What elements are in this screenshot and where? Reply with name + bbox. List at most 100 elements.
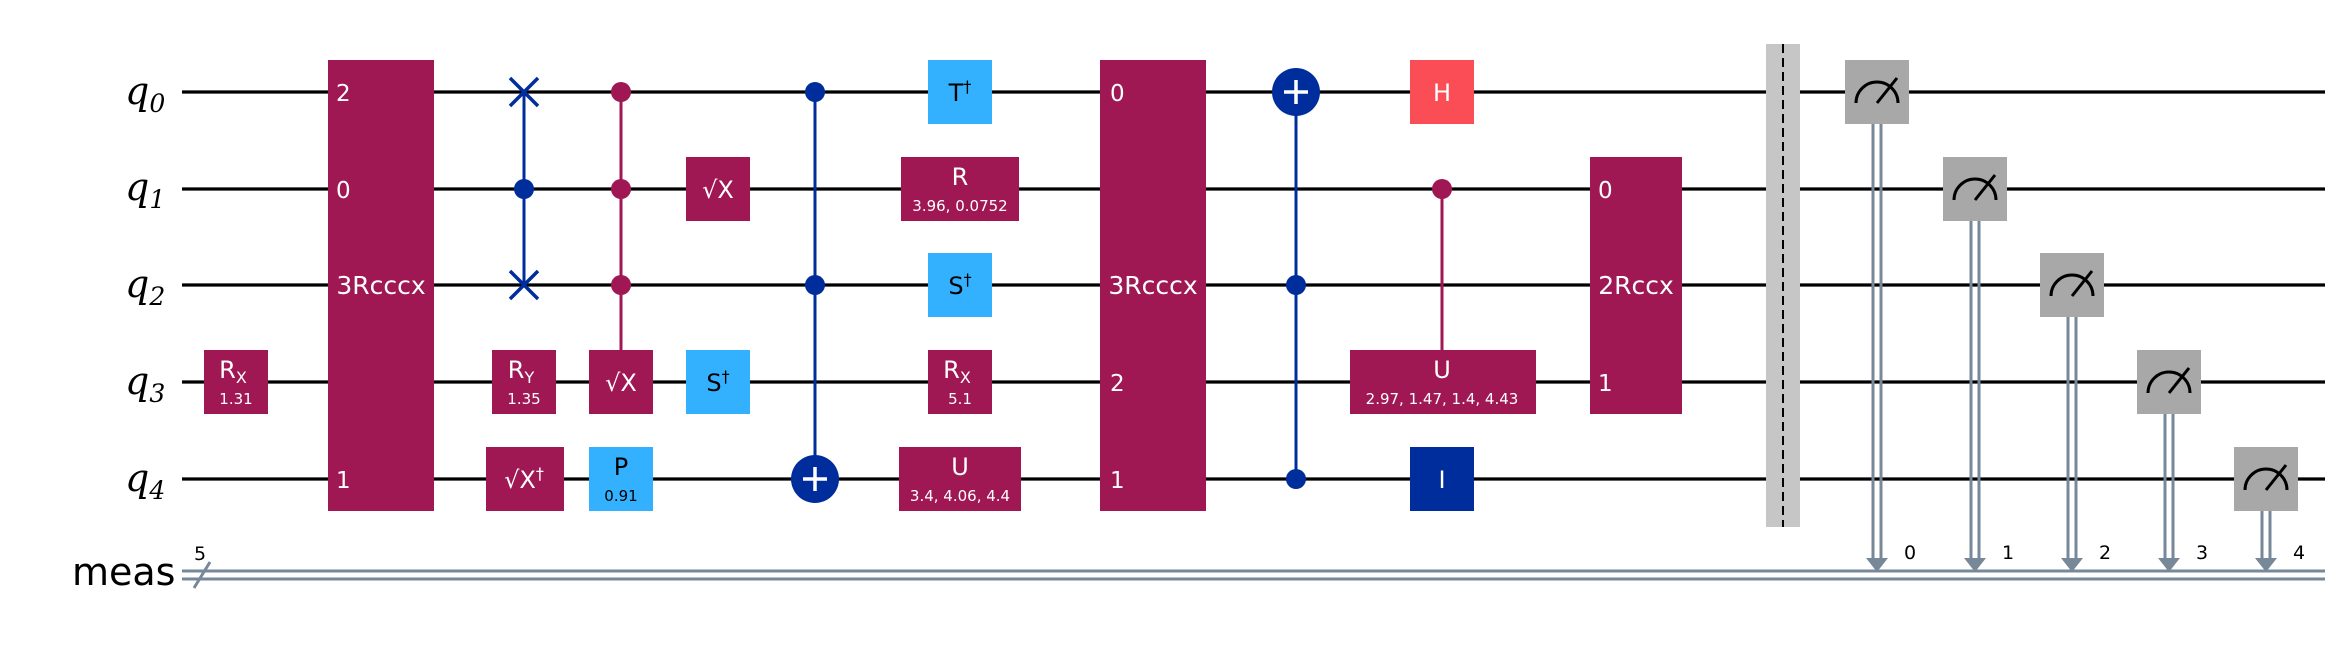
control-dot (805, 82, 825, 102)
measure-q1: 1 (1943, 157, 2014, 572)
qubit-wires (182, 90, 2325, 481)
ry-gate-q3: RY 1.35 (492, 350, 556, 414)
qubit-label-q3: q3 (125, 359, 165, 408)
h-gate-q0: H (1410, 60, 1474, 124)
gate-label: √X† (504, 464, 544, 494)
gate-box (686, 350, 750, 414)
control-dot (611, 82, 631, 102)
controlled-u-gate: U 2.97, 1.47, 1.4, 4.43 (1350, 179, 1536, 414)
control-dot (1432, 179, 1452, 199)
measure-q0: 0 (1845, 60, 1916, 572)
gate-label: H (1433, 79, 1451, 107)
gate-label: √X (702, 176, 734, 204)
pin-label-q3: 1 (1598, 371, 1613, 397)
gate-param: 0.91 (604, 487, 637, 505)
meter-needle-icon (2264, 464, 2288, 491)
gate-box (1410, 447, 1474, 511)
meter-needle-icon (2167, 367, 2191, 394)
gate-box (928, 350, 992, 414)
rccx-gate: 0 1 2Rccx (1590, 157, 1682, 414)
meter-arc-icon (2243, 467, 2289, 491)
pin-label-q3: 2 (1110, 371, 1125, 397)
bit-label-3: 3 (2196, 542, 2208, 564)
gate-box (1350, 350, 1536, 414)
gate-box (328, 60, 434, 511)
bit-label-4: 4 (2293, 542, 2305, 564)
gate-param: 5.1 (948, 390, 972, 408)
gate-label: RY (508, 356, 535, 387)
qubit-label-q4: q4 (125, 456, 165, 505)
qubit-label-q0: q0 (125, 69, 165, 118)
control-dot (514, 179, 534, 199)
gate-label: P (614, 453, 628, 481)
register-size: 5 (194, 543, 206, 565)
gate-param: 3.96, 0.0752 (912, 197, 1007, 215)
gate-box (1410, 60, 1474, 124)
gate-label: 3Rcccx (336, 271, 425, 300)
gate-label: √X (605, 369, 637, 397)
meter-needle-icon (1875, 77, 1899, 104)
pin-label-q0: 0 (1110, 81, 1125, 107)
classical-register-label: meas (72, 550, 175, 594)
sdg-gate-q3: S† (686, 350, 750, 414)
gate-label: 3Rcccx (1108, 271, 1197, 300)
gate-box (2040, 253, 2104, 317)
gate-label: RX (943, 356, 971, 387)
gate-label: 2Rccx (1598, 271, 1674, 300)
gate-label: S† (948, 270, 971, 300)
meter-needle-icon (1973, 174, 1997, 201)
plus-icon (803, 467, 827, 491)
control-dot (1286, 469, 1306, 489)
gate-param: 2.97, 1.47, 1.4, 4.43 (1366, 390, 1519, 408)
gate-box (901, 157, 1019, 221)
gate-box (928, 60, 992, 124)
swap-gate (508, 76, 540, 301)
gate-box (899, 447, 1021, 511)
r-gate-q1: R 3.96, 0.0752 (901, 157, 1019, 221)
bit-label-2: 2 (2099, 542, 2111, 564)
gate-param: 3.4, 4.06, 4.4 (910, 487, 1010, 505)
gate-label: R (952, 163, 969, 191)
gate-box (1943, 157, 2007, 221)
gate-param: 1.35 (507, 390, 540, 408)
meter-needle-icon (2070, 270, 2094, 297)
gate-box (1100, 60, 1206, 511)
qubit-label-q1: q1 (125, 165, 165, 214)
gate-label: I (1438, 466, 1445, 494)
register-size-slash (192, 561, 212, 589)
control-dot (611, 275, 631, 295)
measure-q2: 2 (2040, 253, 2111, 572)
bit-label-1: 1 (2002, 542, 2014, 564)
gate-label: RX (219, 356, 247, 387)
gate-box (589, 447, 653, 511)
u-gate-q4: U 3.4, 4.06, 4.4 (899, 447, 1021, 511)
gate-box (2137, 350, 2201, 414)
plus-icon (1284, 80, 1308, 104)
meter-arc-icon (1952, 177, 1998, 201)
meter-arc-icon (2049, 273, 2095, 297)
control-dot (611, 179, 631, 199)
tdg-gate-q0: T† (928, 60, 992, 124)
sxdg-gate-q4: √X† (486, 447, 564, 511)
measure-q4: 4 (2234, 447, 2305, 572)
control-dot (805, 275, 825, 295)
control-dot (1286, 275, 1306, 295)
ccx-gate-2 (1272, 68, 1320, 489)
gate-param: 1.31 (219, 390, 252, 408)
id-gate-q4: I (1410, 447, 1474, 511)
gate-box (204, 350, 268, 414)
classical-wire: 5 (182, 543, 2325, 589)
gate-box (486, 447, 564, 511)
rx-gate-q3: RX 1.31 (204, 350, 268, 414)
measure-arrow-icon (1866, 558, 1888, 572)
rcccx-gate-2: 0 2 1 3Rcccx (1100, 60, 1206, 511)
qubit-label-q2: q2 (125, 262, 165, 311)
p-gate-q4: P 0.91 (589, 447, 653, 511)
measure-q3: 3 (2137, 350, 2208, 572)
gate-box (589, 350, 653, 414)
pin-label-q1: 0 (336, 178, 351, 204)
measure-arrow-icon (1964, 558, 1986, 572)
gate-label: U (951, 453, 969, 481)
rx-gate-q3-second: RX 5.1 (928, 350, 992, 414)
